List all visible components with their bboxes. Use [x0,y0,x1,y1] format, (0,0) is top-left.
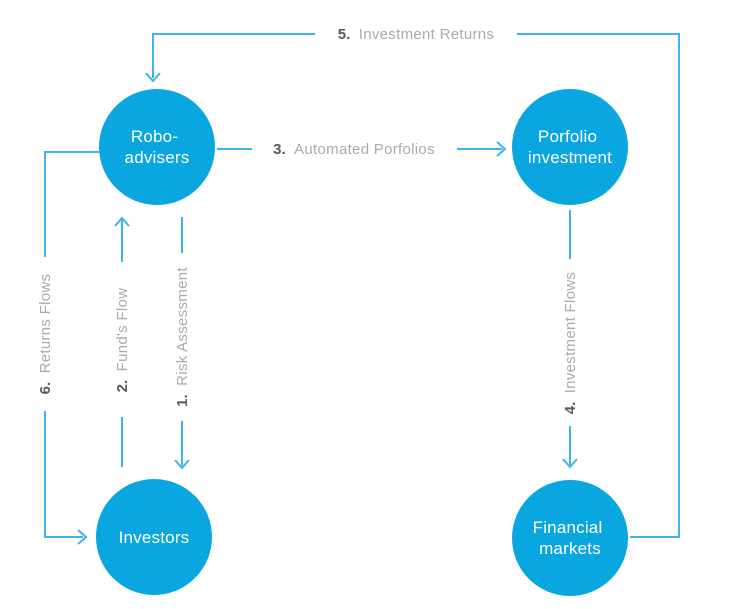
arrowhead-up-icon [114,216,130,227]
flow-lines [44,33,680,545]
node-label-line2: investment [528,148,612,167]
flow-funds-flow-label: 2. Fund's Flow [114,288,131,393]
node-robo-advisers-circle [99,89,215,205]
node-robo-advisers-label: Robo- advisers [125,127,190,167]
flow-label-text: Investment Returns [359,26,494,43]
flow-investment-flows-label: 4. Investment Flows [562,272,579,414]
flow-returns-flows-path-top [44,151,99,257]
flow-returns-flows-path-bottom [44,411,83,538]
node-label-line1: Porfolio [538,127,597,146]
arrowhead-down-icon [562,458,578,469]
arrowhead-right-icon [496,141,507,157]
node-label-line2: markets [539,539,601,558]
node-financial-markets-label: Financial markets [533,518,608,558]
flow-label-text: Returns Flows [37,274,54,374]
flow-label-text: Automated Porfolios [294,141,435,158]
flow-investment-returns-path-right [517,33,680,538]
node-portfolio-investment-circle [512,89,628,205]
node-label-line1: Investors [119,528,190,547]
node-investors-circle [96,479,212,595]
node-label-line1: Financial [533,518,603,537]
arrowhead-down-icon [174,459,190,470]
flow-number: 4. [562,402,579,415]
flow-automated-portfolios-label: 3. Automated Porfolios [273,141,435,158]
flow-number: 1. [174,394,191,407]
node-financial-markets-circle [512,480,628,596]
node-label-line2: advisers [125,148,190,167]
flow-labels: 5. Investment Returns 3. Automated Porfo… [37,26,579,414]
flow-number: 3. [273,141,286,158]
flow-label-text: Fund's Flow [114,288,131,372]
flow-number: 2. [114,380,131,393]
flow-label-text: Risk Assessment [174,267,191,386]
flow-risk-assessment-label: 1. Risk Assessment [174,267,191,407]
node-investors-label: Investors [119,528,190,547]
flow-number: 6. [37,382,54,395]
flow-investment-returns-label: 5. Investment Returns [338,26,494,43]
node-label-line1: Robo- [131,127,178,146]
diagram-nodes: Robo- advisers Porfolio investment Inves… [96,89,628,596]
flow-number: 5. [338,26,351,43]
arrowhead-down-icon [145,72,161,83]
node-portfolio-investment-label: Porfolio investment [528,127,612,167]
flow-investment-returns-path-left [152,33,315,78]
flow-label-text: Investment Flows [562,272,579,394]
arrowhead-right-icon [77,529,88,545]
flow-returns-flows-label: 6. Returns Flows [37,274,54,395]
